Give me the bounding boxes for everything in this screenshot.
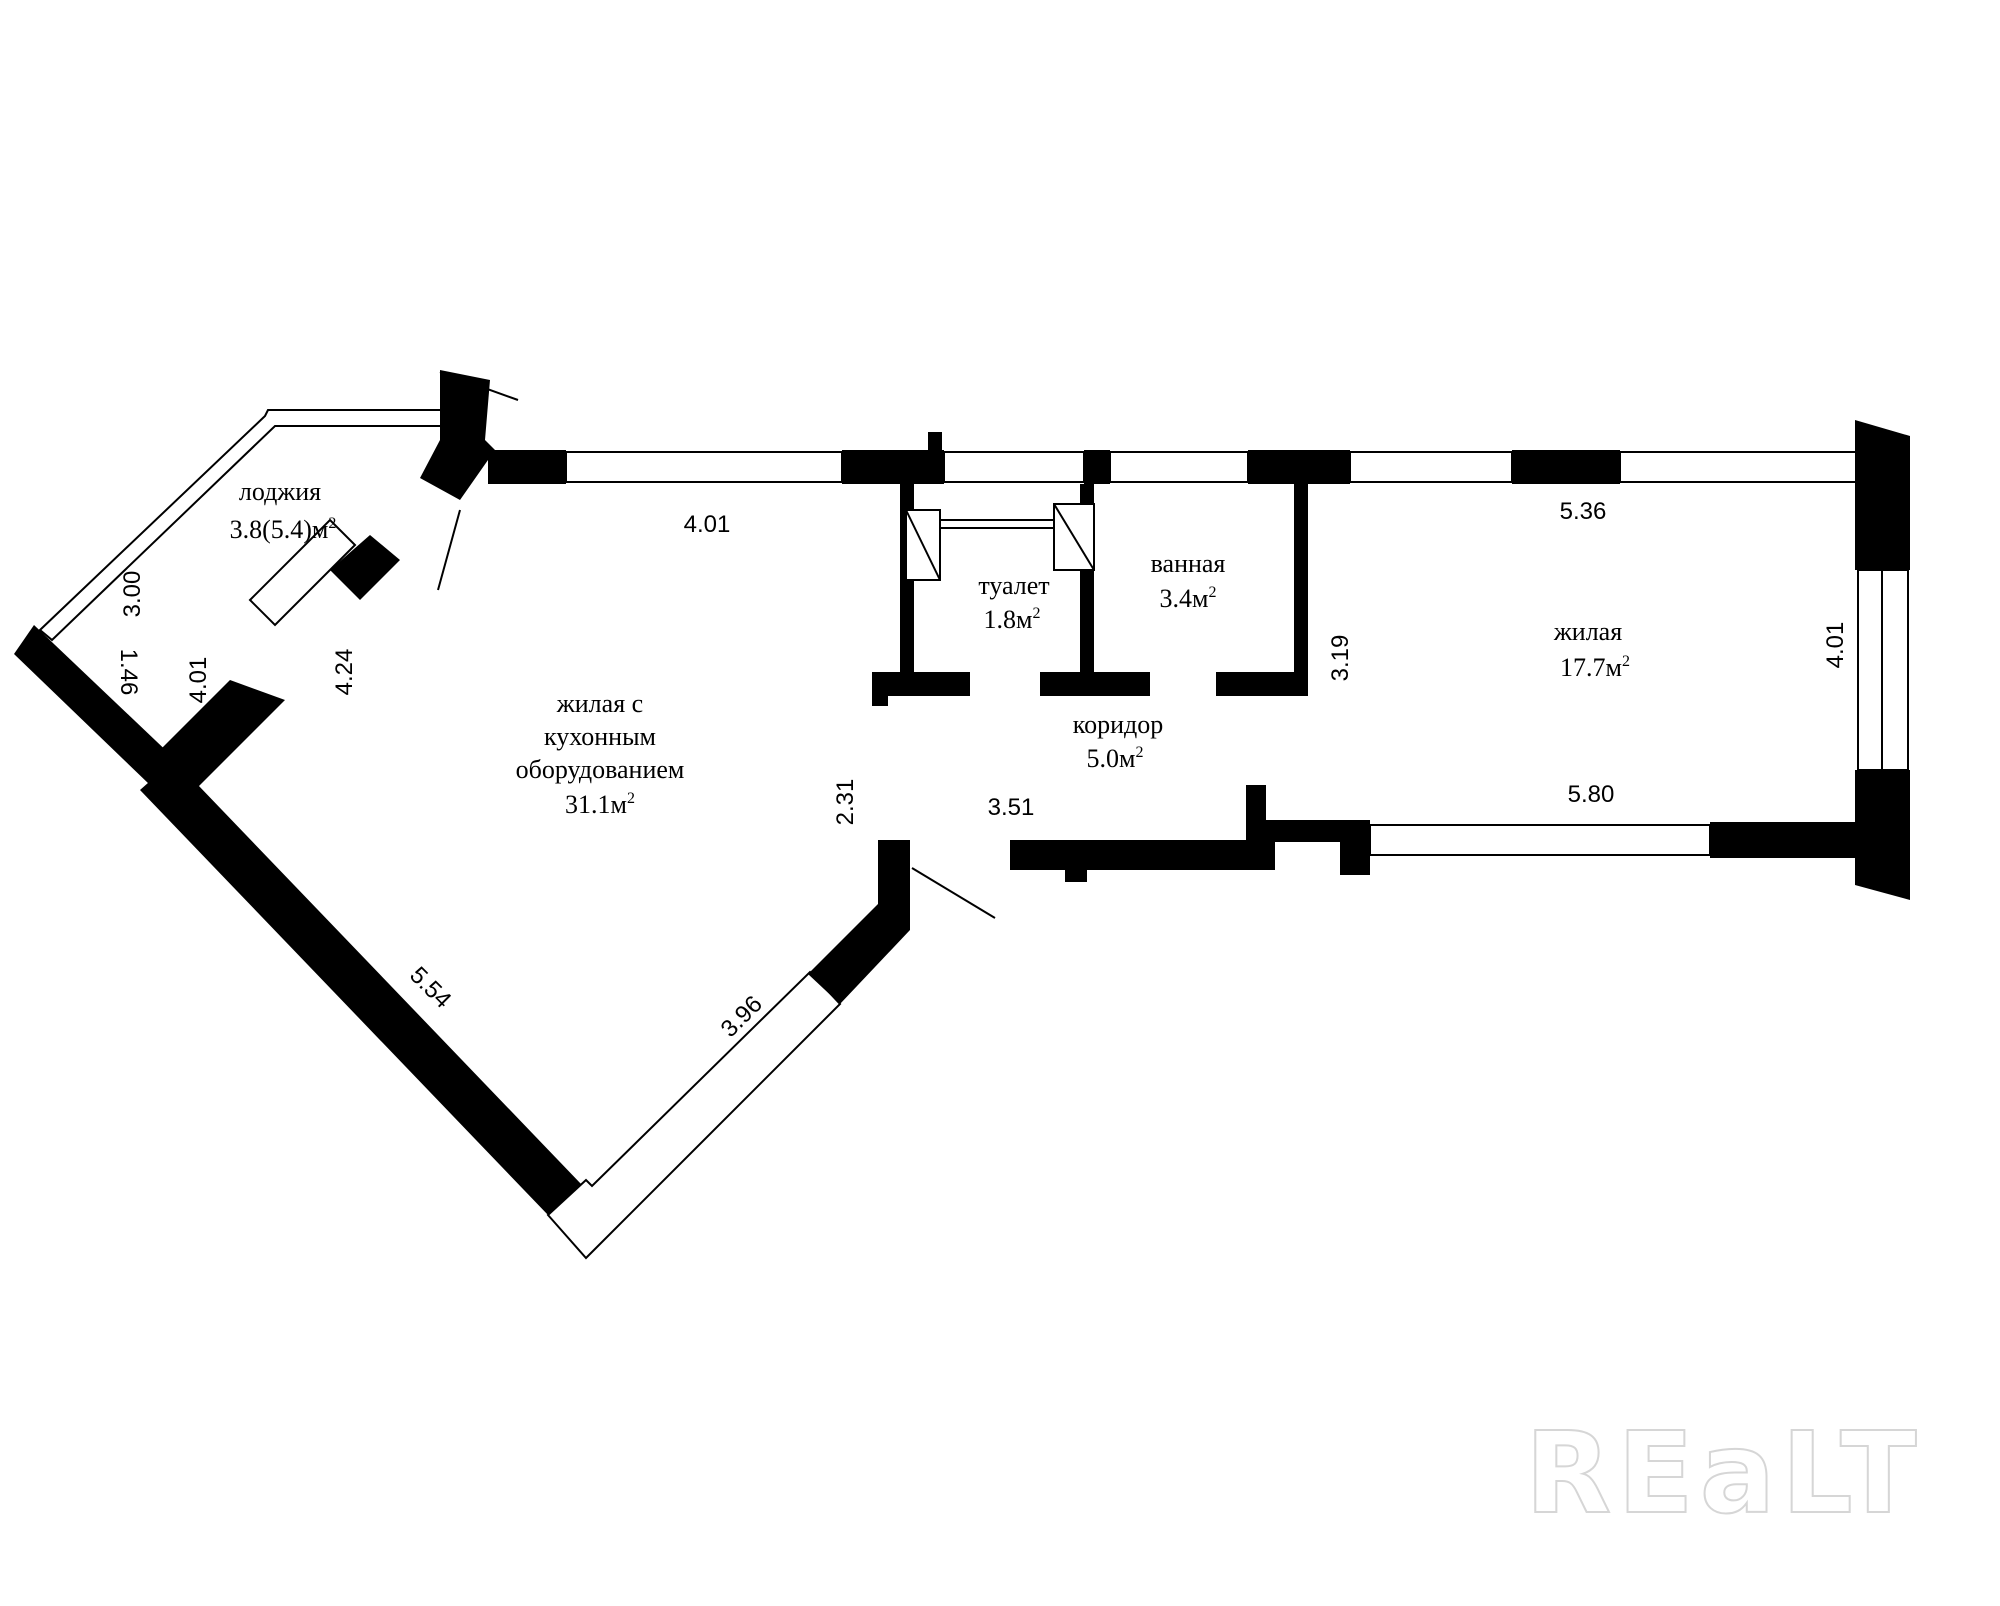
loggia-outer-wall <box>14 625 176 785</box>
kitchen-name-line3: оборудованием <box>516 755 685 784</box>
bottom-wall-jamb <box>1340 820 1370 875</box>
bathroom-name: ванная <box>1151 549 1226 578</box>
top-wall-notch <box>928 432 942 452</box>
loggia-door-swing <box>437 509 461 591</box>
dim-loggia-inner: 4.01 <box>185 657 212 704</box>
window-bottom <box>1369 824 1711 856</box>
top-wall <box>488 432 1861 484</box>
corridor-bottom-wall <box>1010 840 1275 870</box>
dim-kitchen-side: 2.31 <box>832 779 859 826</box>
right-wall-top <box>1855 420 1910 570</box>
kitchen-wall-corner <box>808 840 910 1004</box>
kitchen-area: 31.1м2 <box>565 790 635 819</box>
loggia-balcony <box>14 370 519 805</box>
window-top-3 <box>1109 451 1249 483</box>
kitchen-window-diagonal <box>546 970 842 1260</box>
window-top-4 <box>1349 451 1513 483</box>
toilet-bottom-stub <box>872 694 888 706</box>
dimension-labels: 3.00 1.46 4.01 4.24 4.01 5.54 3.96 2.31 … <box>115 498 1849 1043</box>
dim-living-right: 4.01 <box>1822 622 1849 669</box>
dim-corridor-bottom: 3.51 <box>988 794 1035 821</box>
dim-living-top: 5.36 <box>1560 498 1607 525</box>
top-wall-pier <box>1512 450 1620 484</box>
shaft-left-x <box>905 509 941 581</box>
top-wall-mid2 <box>1084 450 1110 484</box>
corridor-post <box>1246 785 1266 845</box>
corridor-bottom-nub <box>1065 868 1087 882</box>
top-wall-mid <box>842 450 944 484</box>
toilet-bottom-right <box>1040 672 1150 696</box>
bottom-wall-right <box>1710 822 1858 858</box>
shaft-connector <box>939 519 1055 529</box>
window-right-outer <box>1857 569 1883 771</box>
watermark-logo: REaLT <box>1525 1409 1923 1539</box>
dim-kitchen-top: 4.01 <box>684 511 731 538</box>
bathroom-area: 3.4м2 <box>1160 584 1217 613</box>
window-top-1 <box>565 451 843 483</box>
top-wall-bath <box>1248 450 1350 484</box>
dim-kitchen-diagonal: 5.54 <box>404 962 456 1014</box>
kitchen-diagonal-wall <box>140 760 582 1215</box>
dim-loggia-short: 1.46 <box>115 649 142 696</box>
bottom-wall <box>1010 785 1858 882</box>
bathroom-block <box>872 484 1308 706</box>
window-right-inner <box>1881 569 1909 771</box>
window-top-2 <box>943 451 1085 483</box>
corridor-area: 5.0м2 <box>1087 744 1144 773</box>
dim-bath-side: 3.19 <box>1327 635 1354 682</box>
kitchen-name-line2: кухонным <box>544 722 656 751</box>
kitchen-name-line1: жилая с <box>556 689 643 718</box>
dim-living-bottom: 5.80 <box>1568 781 1615 808</box>
corridor-name: коридор <box>1073 710 1163 739</box>
living-area: 17.7м2 <box>1560 653 1630 682</box>
bottom-wall-step <box>1265 820 1347 842</box>
toilet-area: 1.8м2 <box>984 605 1041 634</box>
loggia-wall-upper <box>330 535 400 600</box>
loggia-door-pillar <box>420 370 495 500</box>
dim-loggia-outer: 3.00 <box>119 571 146 618</box>
toilet-name: туалет <box>978 571 1049 600</box>
top-wall-left <box>488 450 566 484</box>
window-top-5 <box>1619 451 1861 483</box>
loggia-ext-line <box>439 371 519 401</box>
loggia-name: лоджия <box>239 477 321 506</box>
right-wall <box>1855 420 1910 900</box>
kitchen-door-swing <box>911 867 996 919</box>
dim-loggia-window: 4.24 <box>331 649 358 696</box>
bath-bottom-wall <box>1216 672 1308 696</box>
living-name: жилая <box>1553 617 1622 646</box>
kitchen-walls <box>140 760 996 1260</box>
toilet-bottom-left <box>872 672 970 696</box>
shaft-right-x <box>1053 503 1095 571</box>
loggia-window <box>248 518 357 627</box>
bath-right-wall <box>1294 484 1308 684</box>
room-labels: лоджия 3.8(5.4)м2 жилая с кухонным обору… <box>230 477 1630 819</box>
loggia-area: 3.8(5.4)м2 <box>230 515 337 544</box>
right-wall-bottom <box>1855 770 1910 900</box>
